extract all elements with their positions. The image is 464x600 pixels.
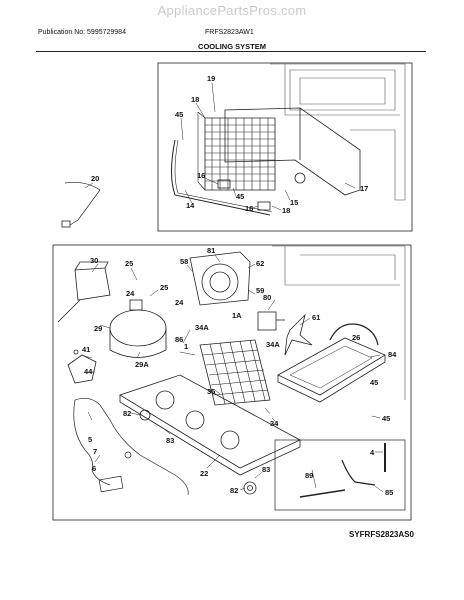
part-label: 45 bbox=[236, 192, 244, 201]
part-label: 25 bbox=[160, 283, 168, 292]
part-label: 35 bbox=[207, 387, 215, 396]
section-title: COOLING SYSTEM bbox=[198, 42, 266, 51]
rod-89 bbox=[299, 489, 346, 498]
part-label: 17 bbox=[360, 184, 368, 193]
bottom-panel-border bbox=[52, 244, 412, 521]
part-label: 19 bbox=[207, 74, 215, 83]
wire-harness bbox=[73, 398, 189, 496]
bottom-panel bbox=[52, 244, 412, 521]
bracket-44 bbox=[67, 349, 97, 384]
part-label: 34 bbox=[270, 419, 279, 428]
publication-number: Publication No: 5995729984 bbox=[38, 29, 126, 36]
part-label: 1 bbox=[184, 342, 188, 351]
tube-85 bbox=[341, 459, 376, 486]
accessory-box bbox=[274, 439, 406, 511]
part-label: 1A bbox=[232, 311, 242, 320]
part-label: 81 bbox=[207, 246, 215, 255]
condenser-shroud bbox=[189, 251, 251, 306]
part-label: 22 bbox=[200, 469, 208, 478]
part-label: 5 bbox=[88, 435, 92, 444]
part-label: 89 bbox=[305, 471, 313, 480]
part-label: 4 bbox=[370, 448, 375, 457]
part-label: 34A bbox=[266, 340, 280, 349]
part-label: 45 bbox=[370, 378, 378, 387]
cabinet-outline bbox=[270, 63, 406, 201]
part-label: 15 bbox=[290, 198, 298, 207]
compressor-29 bbox=[109, 299, 167, 358]
part-label: 25 bbox=[125, 259, 133, 268]
part-label: 24 bbox=[126, 289, 135, 298]
part-label: 85 bbox=[385, 488, 393, 497]
fan-blade-61 bbox=[284, 313, 313, 356]
drain-pan-26 bbox=[277, 323, 386, 403]
part-label: 30 bbox=[90, 256, 98, 265]
top-panel bbox=[61, 62, 413, 232]
part-label: 16 bbox=[245, 204, 253, 213]
part-label: 29 bbox=[94, 324, 102, 333]
grommet-82b bbox=[243, 481, 257, 495]
part-label: 44 bbox=[84, 367, 93, 376]
relay-30 bbox=[57, 261, 111, 323]
top-panel-border bbox=[157, 62, 413, 232]
diagram-code: SYFRFS2823AS0 bbox=[349, 530, 414, 539]
part-label: 14 bbox=[186, 201, 195, 210]
condenser-coil bbox=[199, 339, 271, 406]
wire-20-plug bbox=[61, 220, 71, 228]
part-label: 84 bbox=[388, 350, 397, 359]
part-label: 83 bbox=[166, 436, 174, 445]
part-label: 24 bbox=[175, 298, 184, 307]
part-label: 45 bbox=[175, 110, 183, 119]
top-leaders bbox=[84, 82, 356, 211]
model-number: FRFS2823AW1 bbox=[205, 29, 254, 36]
part-label: 20 bbox=[91, 174, 99, 183]
cabinet-bottom-outline bbox=[272, 245, 406, 400]
evaporator-coil bbox=[197, 111, 276, 191]
part-label: 16 bbox=[197, 171, 205, 180]
part-label: 59 bbox=[256, 286, 264, 295]
part-label: 45 bbox=[382, 414, 390, 423]
part-label: 62 bbox=[256, 259, 264, 268]
part-label: 80 bbox=[263, 293, 271, 302]
defrost-heater bbox=[171, 139, 271, 216]
wire-20 bbox=[64, 181, 101, 226]
part-label: 6 bbox=[92, 464, 96, 473]
part-label: 58 bbox=[180, 257, 188, 266]
clip-16b bbox=[257, 201, 271, 211]
part-label: 26 bbox=[352, 333, 360, 342]
watermark: AppliancePartsPros.com bbox=[157, 3, 307, 18]
part-label: 18 bbox=[191, 95, 199, 104]
evaporator-cover bbox=[224, 107, 361, 196]
bottom-leaders bbox=[83, 254, 384, 493]
fan-motor-80 bbox=[257, 311, 285, 331]
part-label: 7 bbox=[93, 447, 97, 456]
part-label: 29A bbox=[135, 360, 149, 369]
part-label: 34A bbox=[195, 323, 209, 332]
part-label: 18 bbox=[282, 206, 290, 215]
part-label: 86 bbox=[175, 335, 183, 344]
part-label: 82 bbox=[230, 486, 238, 495]
part-label: 41 bbox=[82, 345, 90, 354]
part-label: 83 bbox=[262, 465, 270, 474]
part-labels: 19 18 45 17 16 45 15 14 16 18 20 30 25 2… bbox=[82, 74, 397, 497]
header-rule bbox=[36, 51, 426, 52]
part-label: 61 bbox=[312, 313, 320, 322]
part-label: 82 bbox=[123, 409, 131, 418]
